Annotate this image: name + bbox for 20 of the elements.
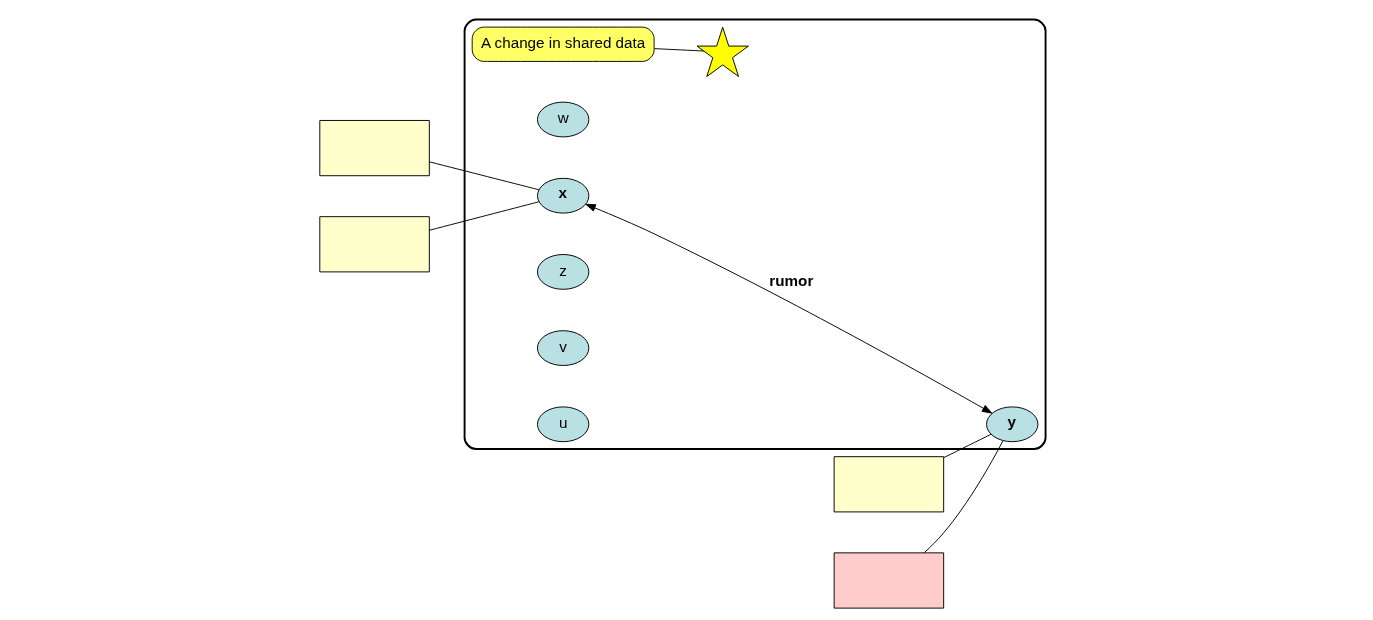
node-callout [833, 552, 945, 609]
connector [653, 48, 705, 52]
connector [943, 433, 992, 459]
connector [429, 201, 540, 231]
node-ellipse: w [536, 101, 590, 138]
node-ellipse: x [536, 177, 590, 214]
node-callout [319, 120, 430, 177]
node-ellipse: z [536, 254, 590, 290]
connector [429, 161, 540, 191]
connector [923, 440, 1004, 554]
edge-label: rumor [769, 272, 814, 289]
node-ellipse: v [536, 330, 590, 366]
arrow [585, 203, 993, 414]
node-callout [833, 456, 945, 513]
node-box: A change in shared data [471, 26, 655, 62]
cluster [463, 18, 1047, 450]
node-star [696, 26, 749, 77]
node-callout [319, 216, 430, 273]
node-ellipse: y [986, 406, 1039, 443]
node-ellipse: u [536, 406, 590, 443]
